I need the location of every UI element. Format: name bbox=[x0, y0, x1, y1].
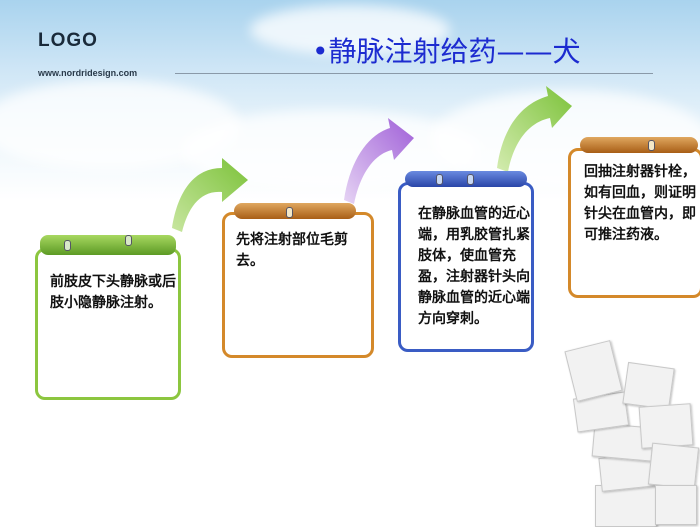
binder-ring bbox=[436, 174, 443, 185]
website-url[interactable]: www.nordridesign.com bbox=[38, 68, 138, 78]
binder-ring bbox=[125, 235, 132, 246]
step-2-text: 先将注射部位毛剪去。 bbox=[236, 232, 348, 269]
step-card-1-header-bar bbox=[40, 235, 176, 255]
binder-ring bbox=[64, 240, 71, 251]
binder-ring bbox=[467, 174, 474, 185]
step-4-text: 回抽注射器针栓，如有回血，则证明针尖在血管内，即可推注药液。 bbox=[584, 164, 696, 243]
binder-ring bbox=[286, 207, 293, 218]
step-3-text: 在静脉血管的近心端，用乳胶管扎紧肢体，使血管充盈，注射器针头向静脉血管的近心端方… bbox=[418, 206, 530, 327]
step-1-text: 前肢皮下头静脉或后肢小隐静脉注射。 bbox=[50, 274, 176, 311]
step-card-3-header-bar bbox=[405, 171, 527, 187]
logo: LOGO bbox=[38, 30, 98, 51]
arrow-step3-to-step4 bbox=[497, 86, 572, 172]
cloud-decoration bbox=[250, 5, 450, 55]
step-card-1 bbox=[35, 248, 181, 400]
step-card-4-header-bar bbox=[580, 137, 698, 153]
step-card-2-header-bar bbox=[234, 203, 356, 219]
arrow-step2-to-step3 bbox=[344, 118, 414, 204]
header-divider bbox=[175, 73, 653, 74]
page-title: •静脉注射给药——犬 bbox=[312, 35, 581, 68]
arrow-step1-to-step2 bbox=[172, 158, 248, 232]
step-card-4 bbox=[568, 148, 700, 298]
binder-ring bbox=[648, 140, 655, 151]
paper-stacks-image bbox=[555, 335, 700, 527]
